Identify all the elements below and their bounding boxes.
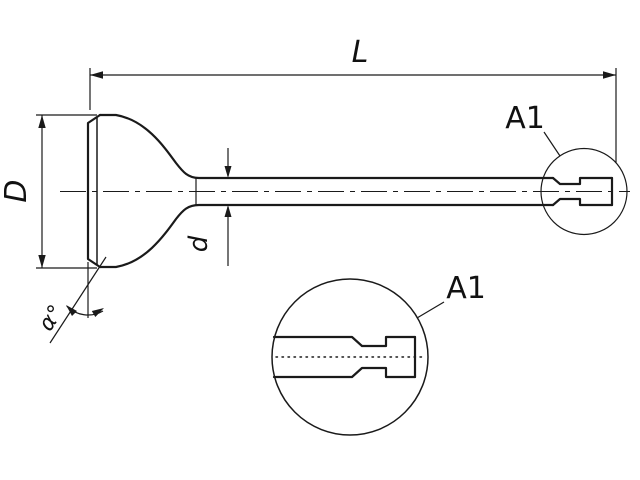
dimension-stem-diameter: d <box>184 148 232 266</box>
detail-callout-circle <box>540 147 628 236</box>
arrowhead-top <box>38 115 46 128</box>
valve-top-profile <box>98 113 555 180</box>
detail-callout-leader <box>543 131 561 157</box>
detail-groove-bottom <box>272 366 417 379</box>
arrowhead-right <box>603 71 616 79</box>
valve-head-face <box>86 113 102 269</box>
angle-arrowhead-left <box>66 305 77 316</box>
label-seat-angle: α° <box>34 301 69 336</box>
dimension-seat-angle: α° <box>34 256 107 344</box>
arrowhead-left <box>90 71 103 79</box>
detail-groove-top <box>272 335 417 348</box>
arrowhead-bottom <box>38 255 46 268</box>
arrowhead-up <box>224 205 232 217</box>
detail-callout: A1 <box>505 101 628 236</box>
label-stem-diameter: d <box>184 235 214 252</box>
keeper-groove-top <box>551 176 614 186</box>
valve-bottom-profile <box>98 203 555 269</box>
detail-view: A1 <box>271 271 486 436</box>
keeper-groove-bottom <box>551 197 614 207</box>
dimension-overall-length: L <box>89 35 617 163</box>
label-detail-view: A1 <box>446 271 486 306</box>
dimension-head-diameter: D <box>0 114 97 269</box>
detail-view-leader <box>416 301 445 319</box>
angle-arrowhead-right <box>91 308 104 317</box>
arrowhead-down <box>224 166 232 178</box>
valve-profile <box>86 113 614 269</box>
label-head-diameter: D <box>0 179 34 202</box>
detail-view-circle <box>271 278 429 436</box>
label-overall-length: L <box>352 35 369 70</box>
label-detail-callout: A1 <box>505 101 545 136</box>
seat-angle-extension <box>49 256 107 344</box>
